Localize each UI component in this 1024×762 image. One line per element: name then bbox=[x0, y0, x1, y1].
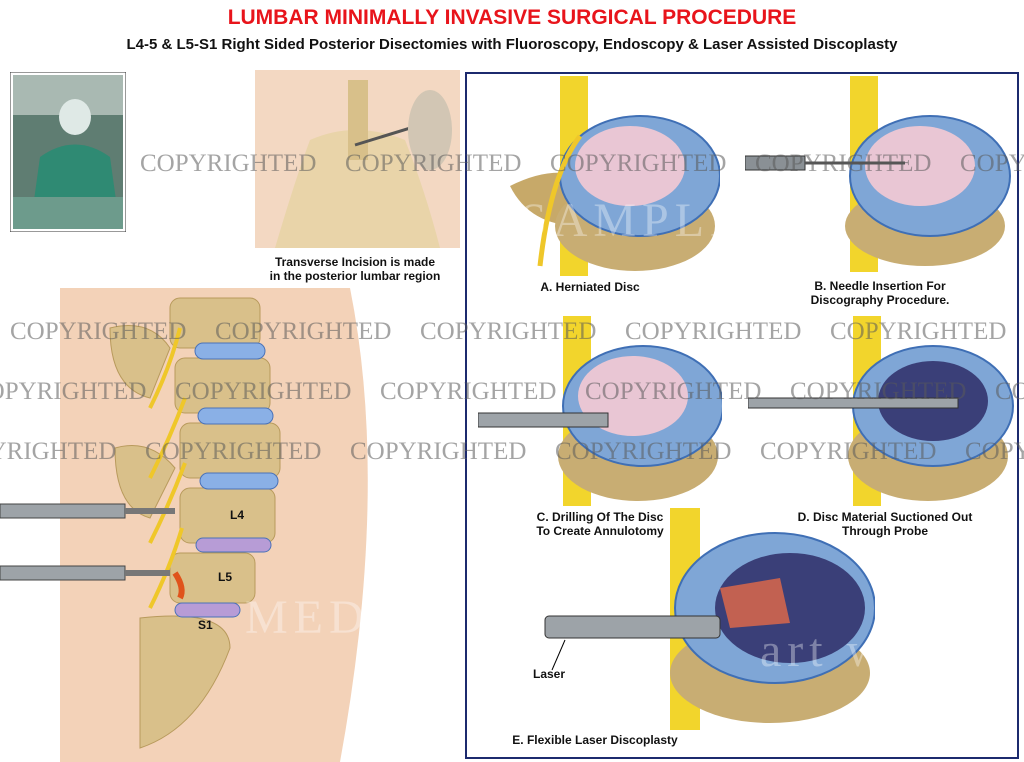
page-subtitle: L4-5 & L5-S1 Right Sided Posterior Disec… bbox=[126, 36, 898, 53]
caption-c: C. Drilling Of The Disc To Create Annulo… bbox=[500, 510, 700, 538]
procedure-steps-panel bbox=[465, 72, 1019, 759]
caption-d-line2: Through Probe bbox=[842, 524, 928, 538]
label-s1: S1 bbox=[198, 618, 213, 632]
caption-b: B. Needle Insertion For Discography Proc… bbox=[770, 279, 990, 307]
caption-d: D. Disc Material Suctioned Out Through P… bbox=[770, 510, 1000, 538]
incision-caption: Transverse Incision is made in the poste… bbox=[250, 255, 460, 283]
endoscope-probe-lower bbox=[0, 565, 170, 581]
endoscope-probe-upper bbox=[0, 503, 175, 519]
page-title: LUMBAR MINIMALLY INVASIVE SURGICAL PROCE… bbox=[227, 6, 797, 29]
incision-caption-line1: Transverse Incision is made bbox=[274, 255, 436, 269]
disc-illustration-a bbox=[510, 76, 720, 276]
disc-illustration-d bbox=[748, 316, 1014, 506]
label-l4: L4 bbox=[230, 508, 245, 522]
caption-b-line2: Discography Procedure. bbox=[810, 293, 950, 307]
surgeon-photo bbox=[10, 72, 126, 232]
label-l5: L5 bbox=[218, 570, 233, 584]
disc-illustration-c bbox=[478, 316, 722, 506]
laser-label: Laser bbox=[533, 667, 566, 681]
incision-caption-line2: in the posterior lumbar region bbox=[269, 269, 441, 283]
disc-illustration-e bbox=[544, 508, 875, 730]
caption-e: E. Flexible Laser Discoplasty bbox=[512, 733, 678, 747]
lateral-spine-illustration bbox=[0, 288, 462, 762]
caption-b-line1: B. Needle Insertion For bbox=[814, 279, 946, 293]
caption-c-line2: To Create Annulotomy bbox=[536, 524, 664, 538]
caption-a-line1: A. Herniated Disc bbox=[540, 280, 640, 294]
lower-back-illustration bbox=[255, 70, 460, 248]
disc-illustration-b bbox=[745, 76, 1011, 272]
caption-d-line1: D. Disc Material Suctioned Out bbox=[797, 510, 973, 524]
caption-a: A. Herniated Disc bbox=[500, 280, 680, 294]
laser-pointer-line bbox=[551, 639, 566, 671]
caption-c-line1: C. Drilling Of The Disc bbox=[536, 510, 664, 524]
